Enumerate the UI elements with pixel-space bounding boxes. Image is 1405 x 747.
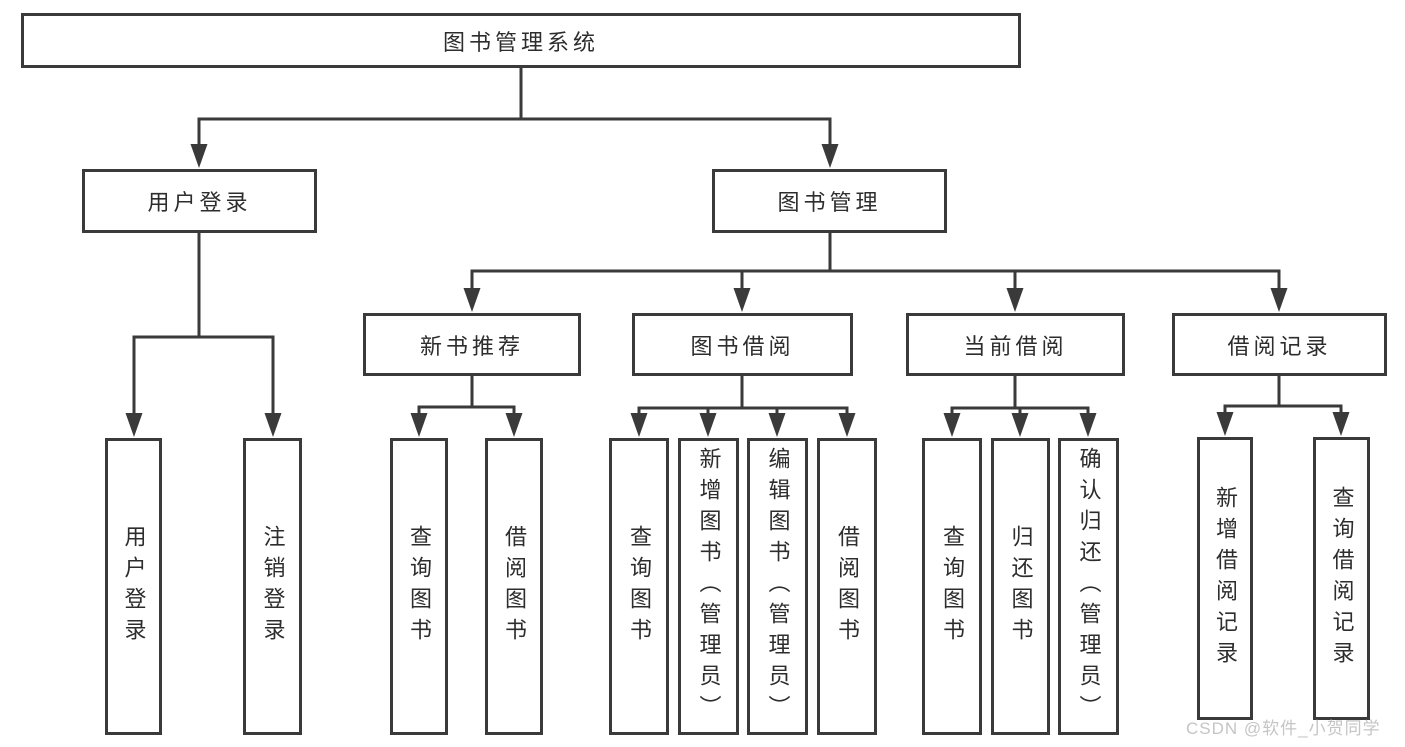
node-leaf-confirm-return-admin: 确认归还（管理员）	[1058, 438, 1119, 735]
node-leaf-edit-book-admin-label: 编辑图书（管理员）	[765, 447, 791, 726]
node-leaf-add-borrow-record: 新增借阅记录	[1197, 437, 1253, 720]
node-leaf-return-book: 归还图书	[991, 438, 1050, 735]
node-book-borrow-label: 图书借阅	[690, 333, 795, 359]
node-user-login: 用户登录	[82, 169, 317, 233]
node-borrow-records: 借阅记录	[1172, 313, 1387, 376]
node-leaf-query-books-current: 查询图书	[922, 438, 982, 735]
node-leaf-borrow-books-recommend: 借阅图书	[485, 438, 543, 735]
node-current-borrow: 当前借阅	[906, 313, 1125, 376]
node-leaf-user-login-label: 用户登录	[121, 524, 147, 649]
node-leaf-user-login: 用户登录	[105, 438, 162, 735]
node-leaf-borrow-books: 借阅图书	[817, 438, 877, 735]
node-leaf-edit-book-admin: 编辑图书（管理员）	[747, 438, 808, 735]
node-book-management: 图书管理	[712, 169, 947, 233]
node-new-book-recommend: 新书推荐	[363, 313, 581, 376]
node-leaf-query-books-borrow-label: 查询图书	[627, 524, 652, 649]
node-borrow-records-label: 借阅记录	[1227, 333, 1332, 359]
node-leaf-logout-label: 注销登录	[260, 524, 286, 649]
node-root-label: 图书管理系统	[442, 29, 599, 55]
node-leaf-borrow-books-recommend-label: 借阅图书	[502, 524, 527, 649]
node-leaf-query-borrow-record: 查询借阅记录	[1313, 437, 1370, 720]
node-leaf-confirm-return-admin-label: 确认归还（管理员）	[1076, 447, 1102, 726]
node-leaf-query-borrow-record-label: 查询借阅记录	[1329, 485, 1355, 672]
node-leaf-return-book-label: 归还图书	[1008, 524, 1034, 649]
node-leaf-add-book-admin: 新增图书（管理员）	[678, 438, 739, 735]
node-leaf-add-book-admin-label: 新增图书（管理员）	[696, 447, 722, 726]
node-user-login-label: 用户登录	[147, 190, 252, 215]
node-leaf-query-books-recommend-label: 查询图书	[407, 524, 432, 649]
node-leaf-logout: 注销登录	[243, 438, 302, 735]
node-leaf-borrow-books-label: 借阅图书	[835, 524, 860, 649]
node-new-book-recommend-label: 新书推荐	[419, 333, 524, 359]
node-leaf-add-borrow-record-label: 新增借阅记录	[1213, 485, 1238, 672]
node-book-management-label: 图书管理	[777, 190, 882, 215]
node-leaf-query-books-current-label: 查询图书	[940, 524, 965, 649]
watermark: CSDN @软件_小贺同学	[1186, 719, 1381, 738]
node-leaf-query-books-borrow: 查询图书	[609, 438, 669, 735]
node-current-borrow-label: 当前借阅	[963, 333, 1068, 359]
node-root: 图书管理系统	[21, 13, 1021, 68]
node-book-borrow: 图书借阅	[632, 313, 853, 376]
node-leaf-query-books-recommend: 查询图书	[390, 438, 448, 735]
